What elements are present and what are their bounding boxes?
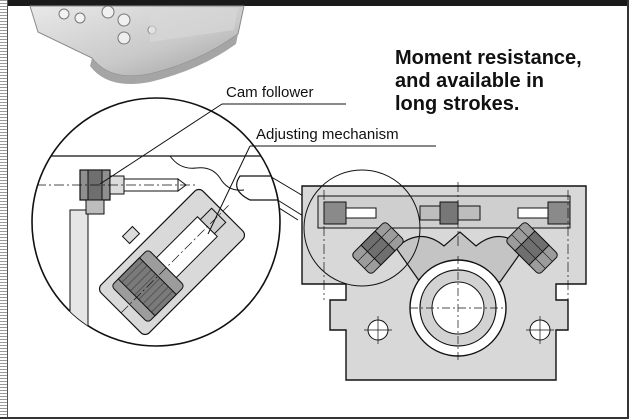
right-border [627,0,629,419]
headline-line-1: Moment resistance, [395,47,582,69]
top-border [0,0,629,6]
headline-line-2: and available in [395,70,544,92]
cam-follower-label: Cam follower [226,84,314,101]
cross-section-body [301,169,587,381]
adjusting-mechanism-label: Adjusting mechanism [256,126,399,143]
bottom-border [0,417,629,419]
callout-leaders [99,103,436,235]
feature-headline: Moment resistance, and available in long… [395,47,627,116]
magnified-detail [31,97,281,347]
product-photo [29,5,245,84]
left-binding-edge [0,0,8,419]
headline-line-3: long strokes. [395,93,520,115]
